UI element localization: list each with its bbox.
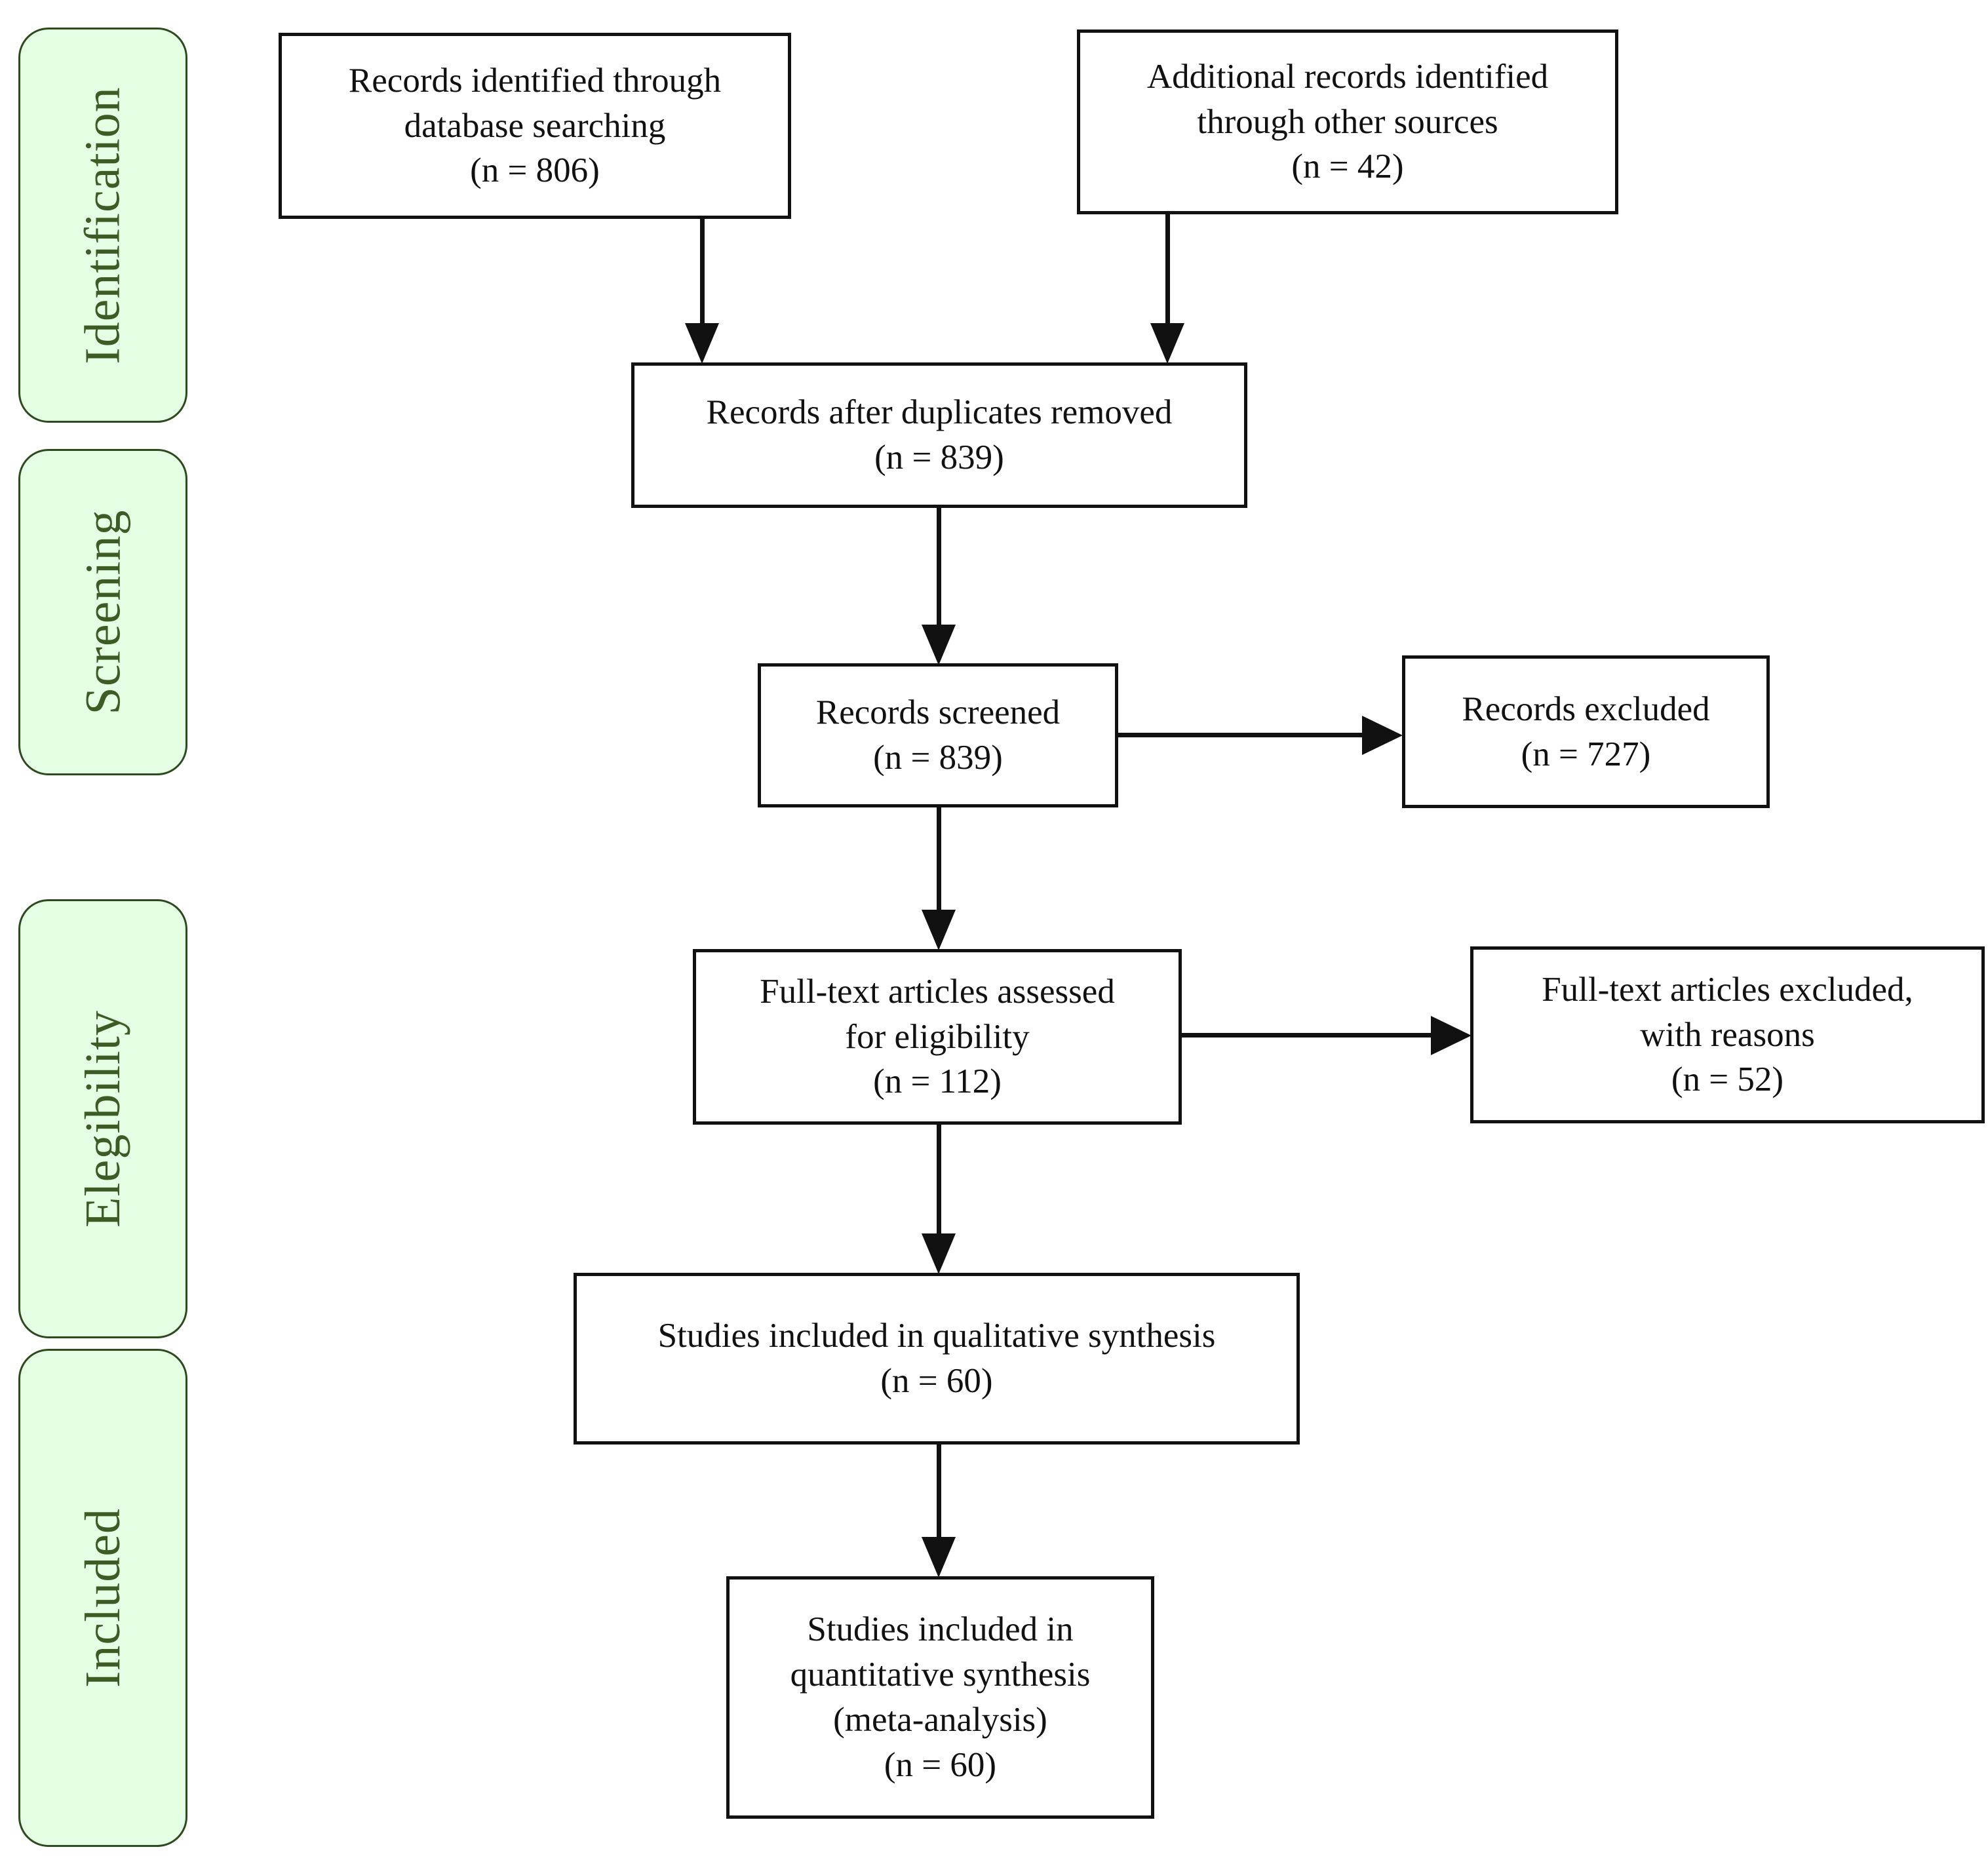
box-records-screened-line-1: Records screened [815,693,1061,732]
arrowhead-identified-to-duplicates [685,323,719,364]
box-records-excluded: Records excluded (n = 727) [1402,655,1770,808]
box-fulltext-excluded: Full-text articles excluded, with reason… [1470,946,1985,1123]
box-duplicates-removed: Records after duplicates removed (n = 83… [631,362,1247,508]
connector-fulltext-to-excluded [1180,1033,1436,1038]
connector-screened-to-excluded [1118,733,1367,737]
box-quantitative-synthesis-count: (n = 60) [884,1745,997,1784]
arrowhead-screened-to-fulltext [922,910,956,950]
box-additional-records-line-2: through other sources [1197,102,1498,141]
stage-label-identification: Identification [18,28,187,423]
box-duplicates-removed-line-1: Records after duplicates removed [706,393,1173,432]
arrowhead-additional-to-duplicates [1150,323,1184,364]
box-qualitative-synthesis: Studies included in qualitative synthesi… [574,1273,1300,1445]
connector-qualitative-to-quantitative [937,1444,941,1542]
box-records-excluded-line-1: Records excluded [1462,689,1710,728]
box-quantitative-synthesis: Studies included in quantitative synthes… [726,1576,1154,1819]
arrowhead-duplicates-to-screened [922,625,956,665]
box-quantitative-synthesis-line-2: quantitative synthesis [790,1656,1091,1694]
box-fulltext-excluded-line-1: Full-text articles excluded, [1542,970,1913,1009]
box-records-identified-line-1: Records identified through [348,61,722,100]
box-qualitative-synthesis-line-1: Studies included in qualitative synthesi… [657,1317,1216,1355]
box-records-excluded-count: (n = 727) [1521,735,1651,773]
stage-label-included: Included [18,1349,187,1847]
box-fulltext-assessed-count: (n = 112) [873,1062,1002,1101]
box-records-screened-count: (n = 839) [873,739,1003,777]
stage-label-screening-text: Screening [75,509,131,715]
box-records-identified-line-2: database searching [404,106,666,145]
box-qualitative-synthesis-count: (n = 60) [880,1362,993,1400]
box-duplicates-removed-count: (n = 839) [874,438,1004,476]
arrowhead-qualitative-to-quantitative [922,1537,956,1578]
box-records-screened: Records screened (n = 839) [758,663,1118,807]
arrowhead-screened-to-excluded [1362,716,1403,755]
connector-additional-to-duplicates [1165,213,1170,341]
connector-duplicates-to-screened [937,506,941,637]
box-fulltext-excluded-line-2: with reasons [1640,1015,1815,1054]
box-fulltext-assessed-line-1: Full-text articles assessed [760,972,1115,1011]
connector-screened-to-fulltext [937,804,941,918]
connector-fulltext-to-qualitative [937,1122,941,1237]
stage-label-screening: Screening [18,449,187,775]
stage-label-elegibility-text: Elegibility [75,1010,131,1228]
box-fulltext-assessed: Full-text articles assessed for eligibil… [693,949,1182,1125]
box-records-identified-count: (n = 806) [470,151,600,190]
box-additional-records-count: (n = 42) [1291,147,1404,186]
box-quantitative-synthesis-line-3: (meta-analysis) [833,1701,1047,1739]
connector-identified-to-duplicates [700,216,705,341]
arrowhead-fulltext-to-qualitative [922,1233,956,1274]
box-quantitative-synthesis-line-1: Studies included in [807,1610,1074,1649]
box-additional-records-line-1: Additional records identified [1146,57,1549,96]
box-records-identified: Records identified through database sear… [279,33,791,219]
stage-label-elegibility: Elegibility [18,899,187,1338]
arrowhead-fulltext-to-excluded [1431,1016,1472,1055]
box-additional-records: Additional records identified through ot… [1077,29,1618,214]
stage-label-identification-text: Identification [75,86,131,364]
box-fulltext-excluded-count: (n = 52) [1671,1060,1784,1099]
stage-label-included-text: Included [75,1508,131,1688]
box-fulltext-assessed-line-2: for eligibility [845,1017,1030,1056]
